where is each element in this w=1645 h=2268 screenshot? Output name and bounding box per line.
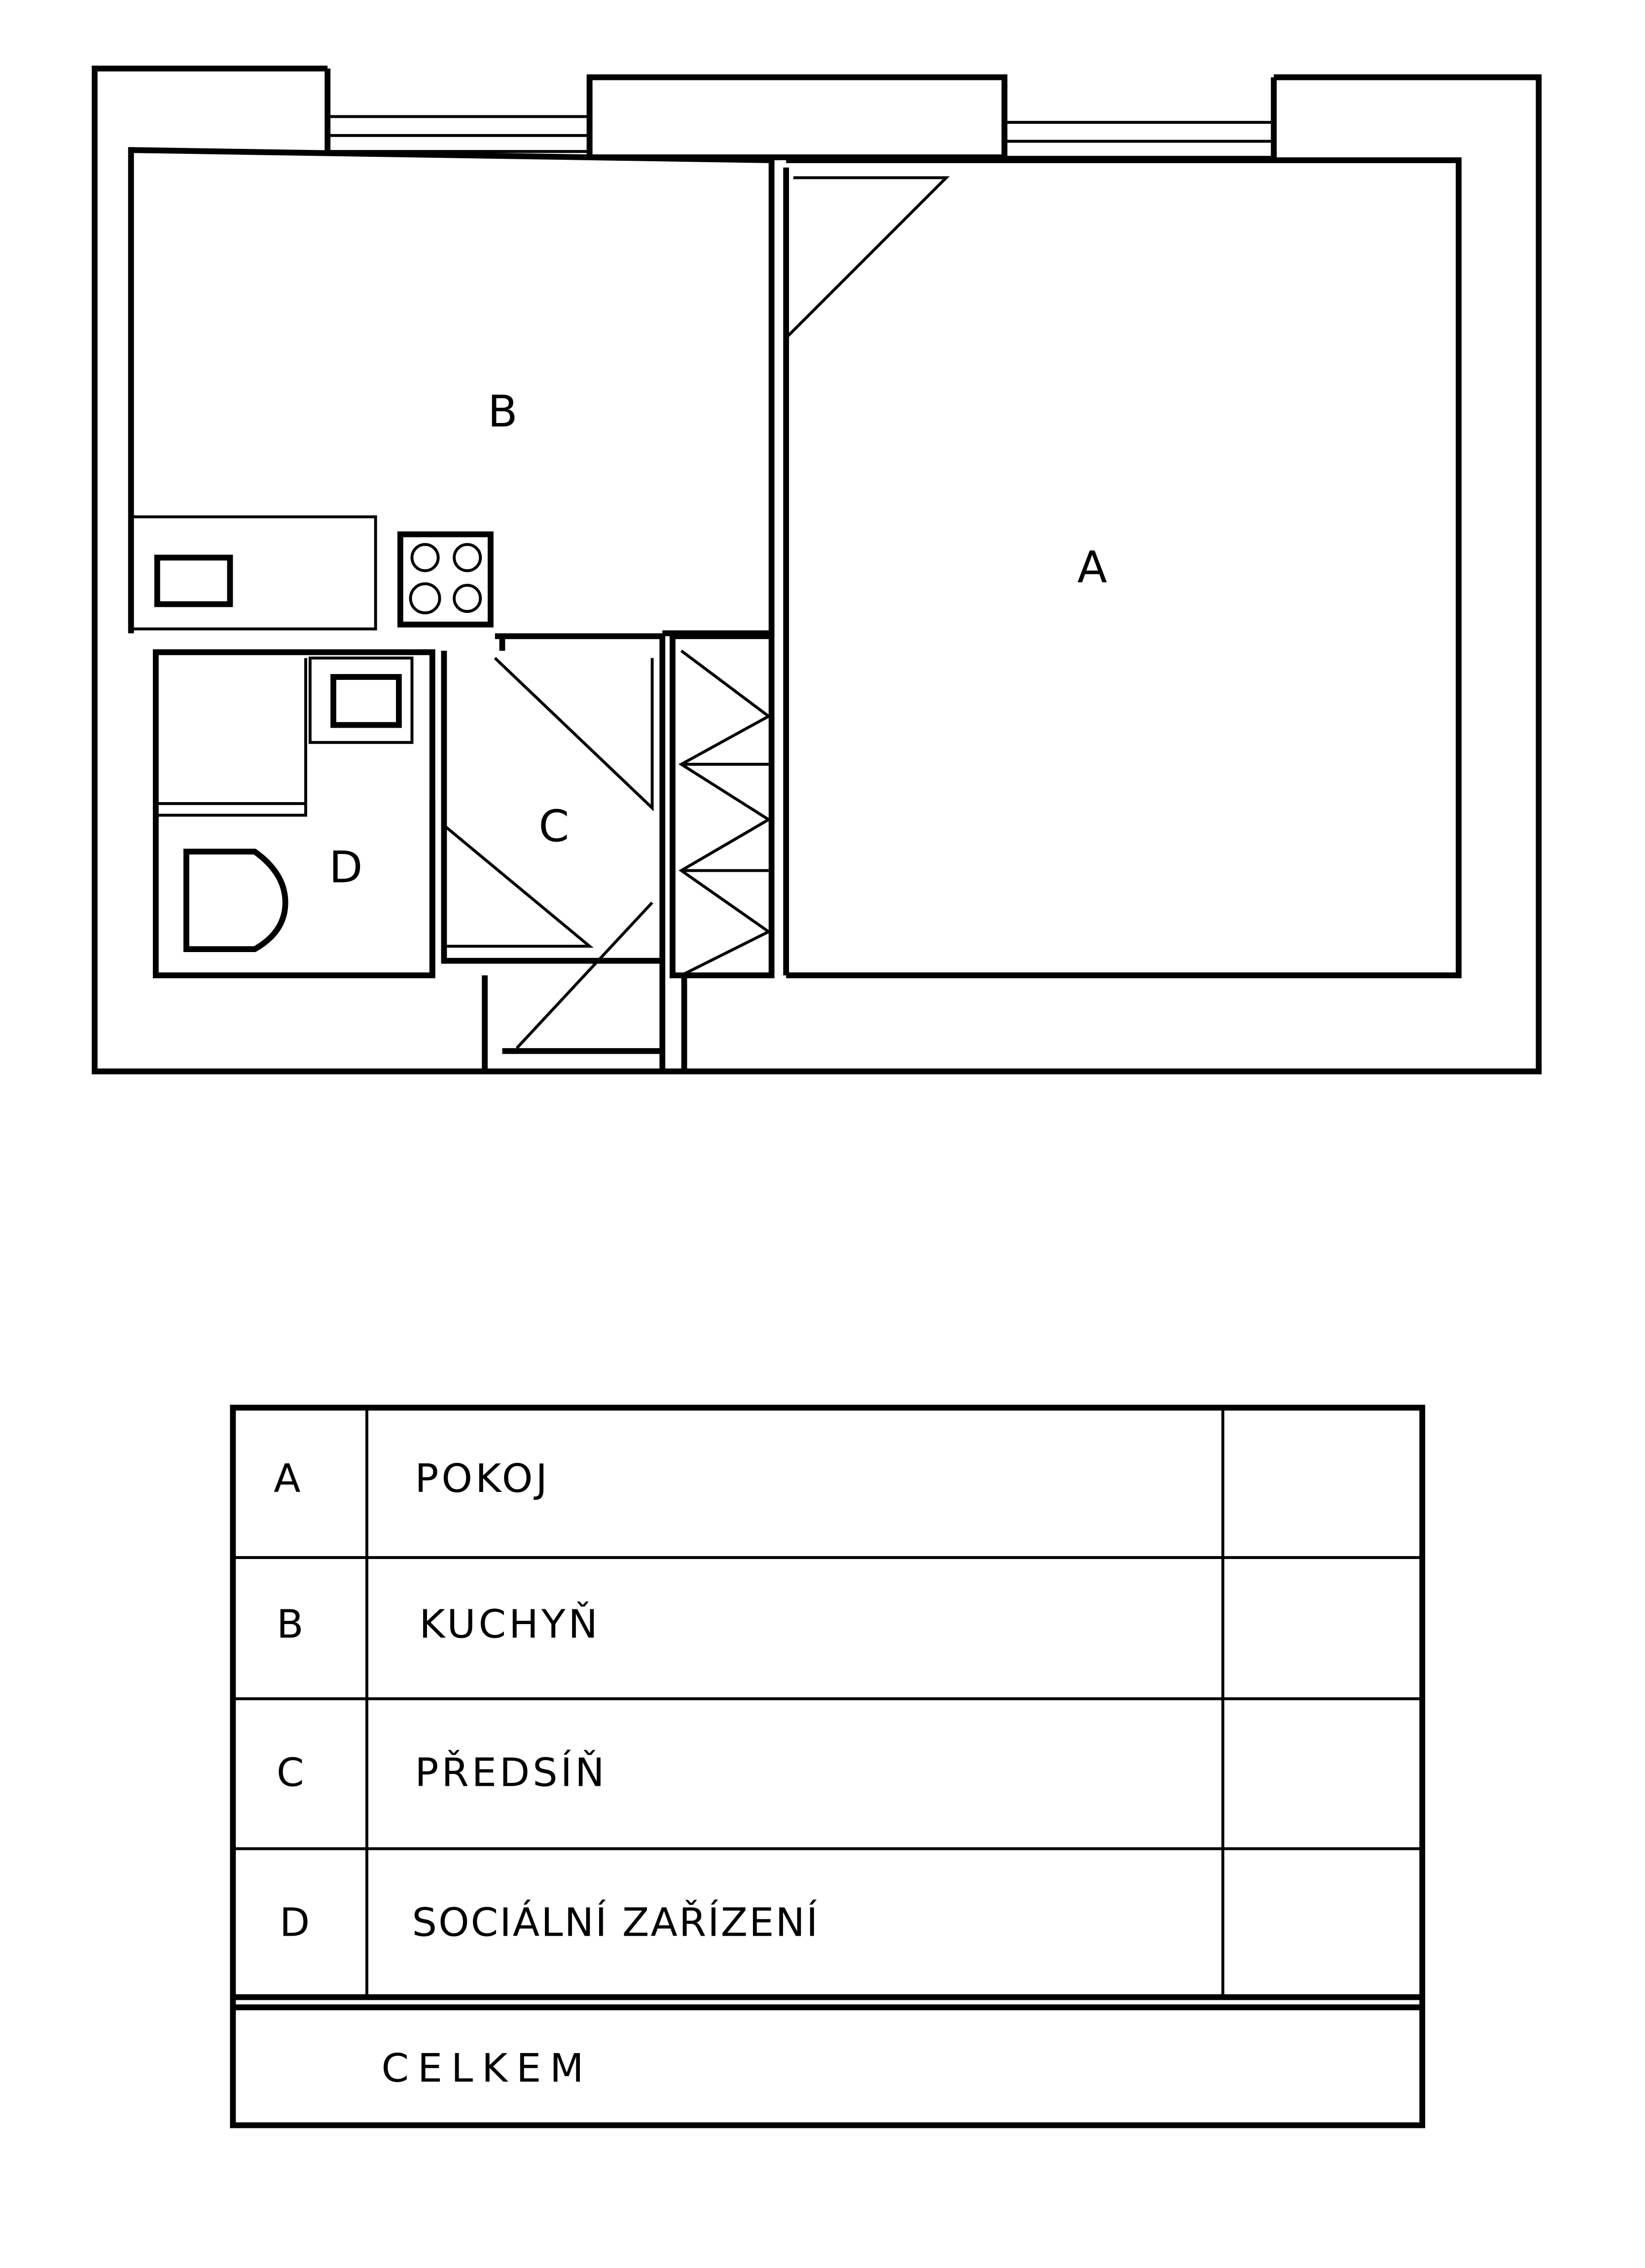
bathtub-icon — [157, 658, 307, 817]
table-row: D SOCIÁLNÍ ZAŘÍZENÍ — [280, 1899, 819, 1946]
table-row: A POKOJ — [274, 1455, 550, 1501]
room-name: SOCIÁLNÍ ZAŘÍZENÍ — [412, 1899, 819, 1946]
room-name: PŘEDSÍŇ — [415, 1749, 607, 1796]
room-a-wall — [786, 157, 1462, 979]
room-label-d: D — [329, 842, 362, 892]
stove-icon — [397, 531, 494, 628]
table-row: C PŘEDSÍŇ — [277, 1749, 607, 1796]
room-label-c: C — [538, 801, 569, 852]
room-code: B — [277, 1601, 307, 1647]
room-name: POKOJ — [415, 1455, 550, 1501]
entry-wall — [482, 975, 687, 1072]
room-code: D — [280, 1900, 313, 1946]
room-code: C — [277, 1750, 307, 1796]
kitchen-counter — [129, 515, 377, 631]
window-right — [1001, 77, 1277, 160]
room-code: A — [274, 1455, 303, 1501]
floor-plan: B A C D — [91, 66, 1542, 1074]
sink-icon — [154, 555, 233, 607]
table-row: B KUCHYŇ — [277, 1601, 601, 1647]
room-label-a: A — [1077, 542, 1108, 593]
wall-pier — [586, 74, 1007, 160]
washbasin-icon — [308, 656, 414, 744]
room-c-wall — [429, 633, 666, 1070]
door-swing-entry — [515, 901, 653, 1049]
door-swing-a — [785, 176, 950, 339]
total-label: CELKEM — [381, 2045, 592, 2091]
toilet-icon — [183, 849, 288, 952]
door-swing-kitchen — [494, 657, 654, 812]
closet — [670, 633, 775, 979]
outer-wall — [91, 66, 1542, 1074]
room-name: KUCHYŇ — [419, 1601, 601, 1647]
window-left — [324, 68, 593, 153]
door-swing-bath — [443, 824, 594, 948]
room-legend-table: A POKOJ B KUCHYŇ C PŘEDSÍŇ D SOCIÁLNÍ ZA… — [230, 1405, 1426, 2128]
room-label-b: B — [488, 386, 518, 437]
